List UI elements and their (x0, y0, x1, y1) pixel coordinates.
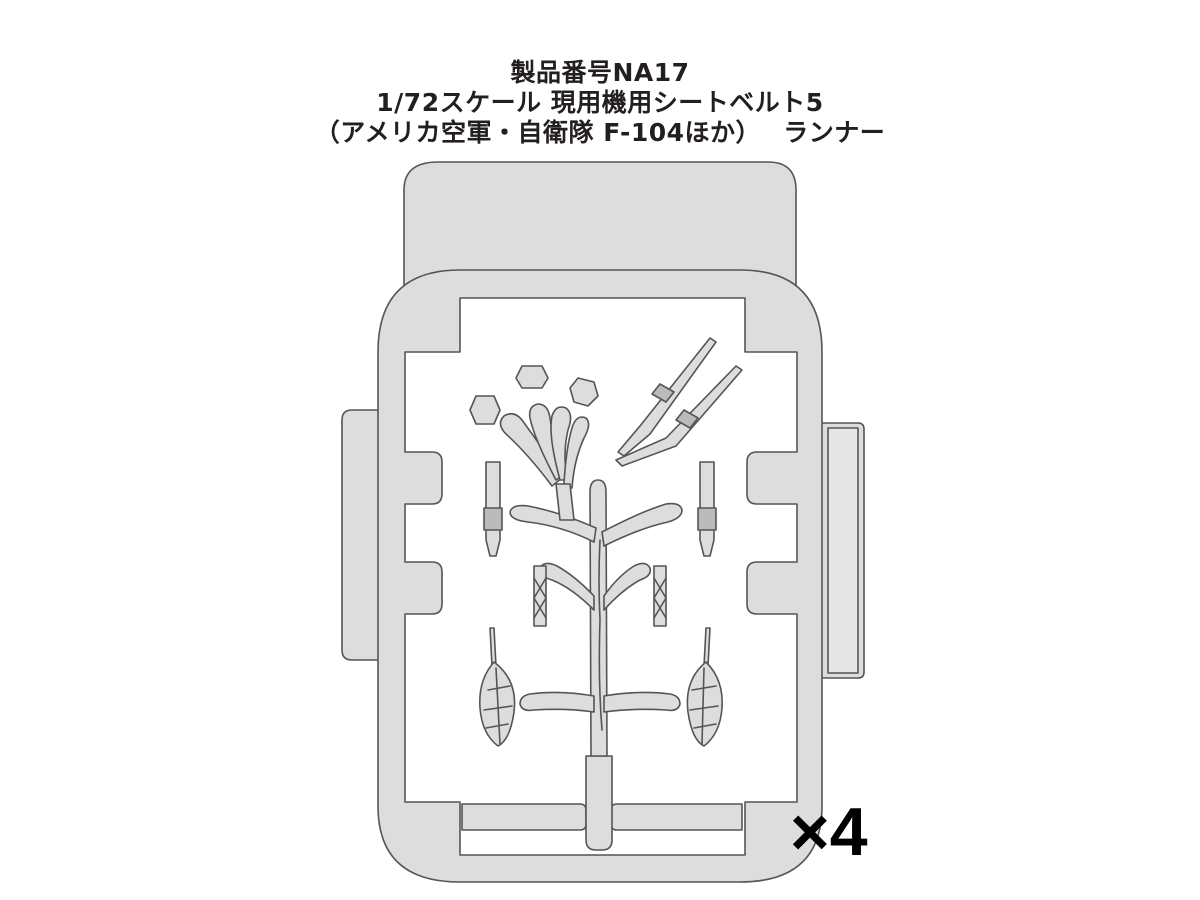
part-net-right-stem (703, 627, 711, 667)
part-lap-belt-left-buckle (483, 507, 503, 531)
runner-right-tab-inner (827, 427, 859, 674)
title-block: 製品番号NA17 1/72スケール 現用機用シートベルト5 （アメリカ空軍・自衛… (0, 58, 1200, 148)
part-shoulder-strap-2 (615, 365, 743, 467)
part-net-left-grid (483, 667, 513, 745)
product-name: 1/72スケール 現用機用シートベルト5 (376, 88, 824, 117)
part-pad-1 (469, 395, 501, 425)
runner-center-gate (585, 755, 613, 851)
runner-branch-lower-right (603, 691, 681, 713)
runner-branch-middle-left (538, 562, 595, 611)
runner-bottom-gate-right (610, 803, 743, 831)
part-net-left-stem (489, 627, 497, 667)
part-lap-belt-right-buckle (697, 507, 717, 531)
part-lattice-strap-left-x (533, 577, 547, 619)
runner-leaf-center (550, 406, 572, 481)
part-pad-2 (515, 365, 549, 389)
part-net-right (686, 661, 723, 747)
part-strap-buckle-2 (675, 409, 699, 429)
quantity-multiplier: ×4 (790, 794, 868, 870)
runner-branch-upper-left (509, 504, 597, 543)
runner-center-trunk (589, 479, 608, 757)
product-number: 製品番号NA17 (510, 58, 690, 87)
runner-top-tab (403, 161, 797, 286)
product-subtitle: （アメリカ空軍・自衛隊 F-104ほか） ランナー (314, 118, 886, 147)
runner-branch-upper-right (601, 502, 683, 547)
part-lattice-strap-left (533, 565, 547, 627)
part-net-right-grid (689, 667, 719, 745)
runner-branch-middle-right (603, 562, 652, 611)
runner-leaf-right (563, 416, 590, 489)
part-strap-buckle-1 (651, 383, 675, 403)
runner-branch-lower-left (519, 691, 595, 713)
runner-frame (377, 269, 823, 883)
part-lattice-strap-right-x (653, 577, 667, 619)
part-lattice-strap-right (653, 565, 667, 627)
runner-bottom-gate-left (461, 803, 587, 831)
part-pad-3 (569, 377, 599, 407)
runner-leaf-stem (555, 483, 575, 521)
runner-inner-vein (598, 539, 603, 731)
